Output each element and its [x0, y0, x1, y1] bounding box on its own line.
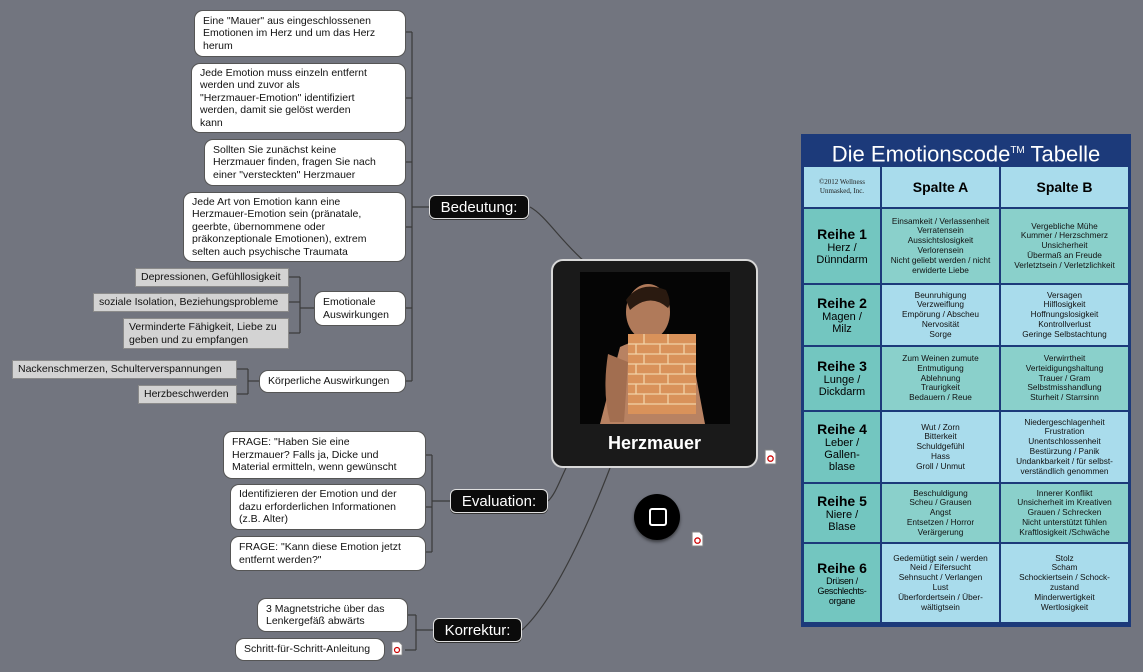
row-organ: Herz / Dünndarm — [816, 241, 868, 266]
bedeutung-node-2[interactable]: Jede Emotion muss einzeln entfernt werde… — [191, 63, 406, 133]
emotions-a: Wut / Zorn Bitterkeit Schuldgefühl Hass … — [916, 421, 965, 471]
emotions-a: Einsamkeit / Verlassenheit Verratensein … — [890, 215, 991, 275]
emotion-code-table[interactable]: Die EmotionscodeTM Tabelle ©2012 Wellnes… — [801, 134, 1131, 627]
table-title: Die EmotionscodeTM Tabelle — [831, 141, 1101, 167]
row-name: Reihe 1 — [817, 225, 867, 242]
physical-effect-2[interactable]: Herzbeschwerden — [138, 385, 237, 404]
row-organ: Drüsen / Geschlechts- organe — [817, 575, 867, 606]
table-cell-b: Verwirrtheit Verteidigungshaltung Trauer… — [1001, 347, 1128, 410]
brick-wall-icon — [628, 334, 696, 414]
row-name: Reihe 3 — [817, 358, 867, 374]
emotional-effects-node[interactable]: Emotionale Auswirkungen — [314, 291, 406, 326]
korrektur-node-1[interactable]: 3 Magnetstriche über das Lenkergefäß abw… — [257, 598, 408, 632]
table-cell-a: Beschuldigung Scheu / Grausen Angst Ents… — [882, 484, 999, 542]
central-title: Herzmauer — [607, 433, 702, 453]
physical-effects-node[interactable]: Körperliche Auswirkungen — [259, 370, 406, 393]
emotions-b: Versagen Hilflosigkeit Hoffnungslosigkei… — [1022, 289, 1107, 339]
table-cell-a: Zum Weinen zumute Entmutigung Ablehnung … — [882, 347, 999, 410]
emotions-b: Verwirrtheit Verteidigungshaltung Trauer… — [1025, 353, 1104, 403]
pdf-icon[interactable] — [691, 531, 704, 547]
evaluation-node-1[interactable]: FRAGE: "Haben Sie eine Herzmauer? Falls … — [223, 431, 426, 479]
emotional-effect-2[interactable]: soziale Isolation, Beziehungsprobleme — [93, 293, 289, 312]
emotional-effect-1[interactable]: Depressionen, Gefühllosigkeit — [135, 268, 289, 287]
evaluation-node-3[interactable]: FRAGE: "Kann diese Emotion jetzt entfern… — [230, 536, 426, 571]
table-col-a: Spalte A — [882, 167, 999, 207]
emotions-a: Zum Weinen zumute Entmutigung Ablehnung … — [902, 353, 979, 403]
bedeutung-node-3[interactable]: Sollten Sie zunächst keine Herzmauer fin… — [204, 139, 406, 186]
evaluation-node-2[interactable]: Identifizieren der Emotion und der dazu … — [230, 484, 426, 530]
row-name: Reihe 2 — [817, 294, 867, 311]
emotional-effect-3[interactable]: Verminderte Fähigkeit, Liebe zu geben un… — [123, 318, 289, 349]
pdf-icon[interactable] — [391, 641, 403, 656]
row-organ: Leber / Gallen- blase — [824, 436, 860, 473]
table-cell-b: Innerer Konflikt Unsicherheit im Kreativ… — [1001, 484, 1128, 542]
emotions-b: Stolz Scham Schockiertsein / Schock- zus… — [1019, 552, 1110, 612]
emotions-a: Beunruhigung Verzweiflung Empörung / Abs… — [901, 289, 980, 339]
row-name: Reihe 5 — [817, 492, 867, 509]
table-cell-a: Beunruhigung Verzweiflung Empörung / Abs… — [882, 285, 999, 345]
table-col-b: Spalte B — [1001, 167, 1128, 207]
bedeutung-node-1[interactable]: Eine "Mauer" aus eingeschlossenen Emotio… — [194, 10, 406, 57]
table-cell-a: Gedemütigt sein / werden Neid / Eifersuc… — [882, 544, 999, 622]
bedeutung-node-4[interactable]: Jede Art von Emotion kann eine Herzmauer… — [183, 192, 406, 262]
central-topic[interactable]: Herzmauer — [551, 259, 758, 468]
emotions-a: Gedemütigt sein / werden Neid / Eifersuc… — [893, 552, 988, 612]
row-name: Reihe 6 — [817, 559, 867, 576]
table-cell-a: Wut / Zorn Bitterkeit Schuldgefühl Hass … — [882, 412, 999, 482]
heart-wall-photo — [580, 272, 730, 424]
emotions-a: Beschuldigung Scheu / Grausen Angst Ents… — [906, 487, 975, 537]
branch-bedeutung[interactable]: Bedeutung: — [429, 195, 529, 219]
table-cell-b: Vergebliche Mühe Kummer / Herzschmerz Un… — [1001, 209, 1128, 283]
row-organ: Magen / Milz — [822, 310, 862, 335]
row-name: Reihe 4 — [817, 420, 867, 437]
physical-effect-1[interactable]: Nackenschmerzen, Schulterverspannungen — [12, 360, 237, 379]
branch-evaluation[interactable]: Evaluation: — [450, 489, 548, 513]
pdf-icon[interactable] — [764, 449, 777, 465]
emotions-b: Innerer Konflikt Unsicherheit im Kreativ… — [1017, 487, 1112, 537]
table-cell-b: Stolz Scham Schockiertsein / Schock- zus… — [1001, 544, 1128, 622]
table-copyright: ©2012 Wellness Unmasked, Inc. — [804, 167, 880, 207]
table-cell-a: Einsamkeit / Verlassenheit Verratensein … — [882, 209, 999, 283]
square-icon[interactable] — [634, 494, 680, 540]
table-cell-b: Niedergeschlagenheit Frustration Unentsc… — [1001, 412, 1128, 482]
row-organ: Lunge / Dickdarm — [818, 374, 866, 398]
row-organ: Niere / Blase — [825, 508, 859, 533]
table-cell-b: Versagen Hilflosigkeit Hoffnungslosigkei… — [1001, 285, 1128, 345]
korrektur-node-2[interactable]: Schritt-für-Schritt-Anleitung — [235, 638, 385, 661]
emotions-b: Niedergeschlagenheit Frustration Unentsc… — [1016, 416, 1113, 476]
branch-korrektur[interactable]: Korrektur: — [433, 618, 522, 642]
emotions-b: Vergebliche Mühe Kummer / Herzschmerz Un… — [1014, 220, 1115, 270]
